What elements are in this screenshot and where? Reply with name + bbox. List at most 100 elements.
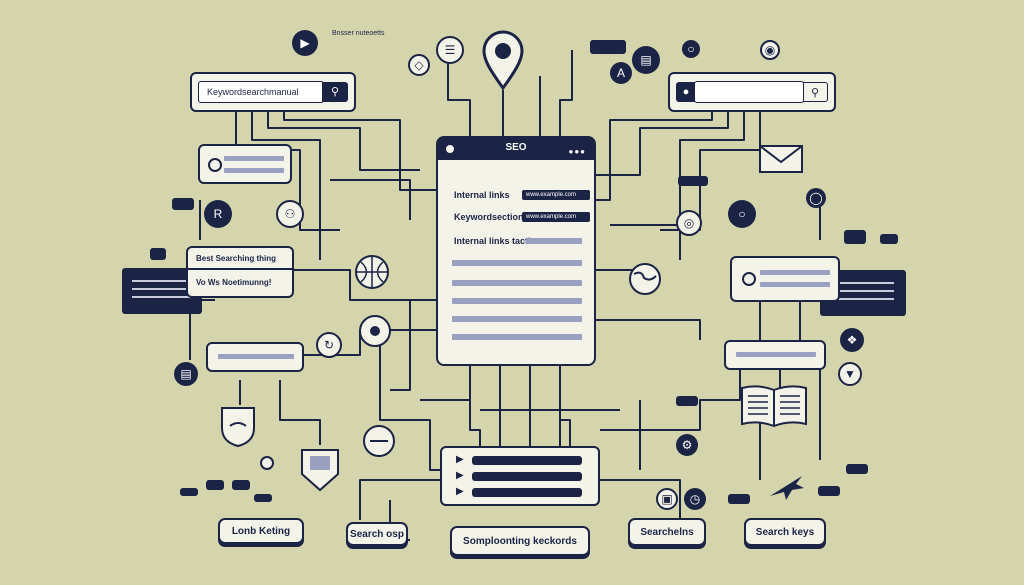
left-search-input[interactable]: Keywordsearchmanual <box>198 81 324 103</box>
seo-panel: SEO ●●● Internal links www.example.com K… <box>436 136 596 366</box>
video-icon[interactable]: ▶ <box>292 30 318 56</box>
bottom-pill-1[interactable]: Lonb Keting <box>218 518 304 544</box>
content-line <box>452 260 582 266</box>
seo-panel-header: SEO ●●● <box>438 138 594 160</box>
hat-icon[interactable]: ◉ <box>760 40 780 60</box>
play-icon[interactable]: ▶ <box>456 454 464 465</box>
banner-line <box>132 288 192 290</box>
chat-icon[interactable]: ○ <box>728 200 756 228</box>
tag-chip <box>180 488 198 496</box>
shield-icon <box>221 407 255 448</box>
tag-chip <box>206 480 224 490</box>
right-toggle-button[interactable]: ● <box>676 82 696 102</box>
card-line <box>736 352 816 357</box>
banner-line <box>132 280 192 282</box>
bottom-pill-5[interactable]: Search keys <box>744 518 826 546</box>
document-icon[interactable]: ▤ <box>174 362 198 386</box>
letter-a-icon[interactable]: A <box>610 62 632 84</box>
right-card <box>730 256 840 302</box>
tag-chip <box>846 464 868 474</box>
gear-icon[interactable]: ⚙ <box>676 434 698 456</box>
dot-icon[interactable] <box>260 456 274 470</box>
bottom-pill-3[interactable]: Somploonting keckords <box>450 526 590 556</box>
card-line <box>224 168 284 173</box>
envelope-icon <box>759 145 803 173</box>
search-circle-icon <box>363 425 395 457</box>
card-line <box>218 354 294 359</box>
person-icon[interactable]: ❖ <box>840 328 864 352</box>
document-icon[interactable]: ▤ <box>632 46 660 74</box>
seo-row-chip-1: www.example.com <box>522 190 590 200</box>
content-line <box>452 316 582 322</box>
radio-icon[interactable] <box>742 272 756 286</box>
bottom-list-box: ▶ ▶ ▶ <box>440 446 600 506</box>
banner-line <box>834 290 894 292</box>
video-icon[interactable]: ○ <box>682 40 700 58</box>
content-line <box>452 298 582 304</box>
tag-chip <box>678 176 708 186</box>
map-pin-icon <box>482 30 524 91</box>
left-card-title: Best Searching thing <box>196 254 277 263</box>
tag-chip <box>590 40 626 54</box>
seo-row-bar-3 <box>526 238 582 244</box>
badge-icon <box>301 449 339 492</box>
search-icon: ⚲ <box>330 86 340 98</box>
banner-line <box>132 296 192 298</box>
tag-chip <box>232 480 250 490</box>
badge-icon[interactable]: ◇ <box>408 54 430 76</box>
profile-icon[interactable]: ⚇ <box>276 200 304 228</box>
image-icon[interactable]: ▣ <box>656 488 678 510</box>
left-lower-card <box>206 342 304 372</box>
banner-line <box>834 298 894 300</box>
radio-icon[interactable] <box>208 158 222 172</box>
card-line <box>760 270 830 275</box>
seo-row-label-1: Internal links <box>454 190 510 200</box>
left-search-button[interactable]: ⚲ <box>322 82 348 102</box>
tag-chip <box>172 198 194 210</box>
play-icon[interactable]: ▶ <box>456 470 464 481</box>
target-icon[interactable]: ◎ <box>676 210 702 236</box>
list-bar <box>472 472 582 481</box>
tag-chip <box>844 230 866 244</box>
content-line <box>452 334 582 340</box>
download-icon[interactable]: ▼ <box>838 362 862 386</box>
globe-icon <box>355 255 389 289</box>
tag-chip <box>880 234 898 244</box>
tag-chip <box>676 396 698 406</box>
header-caption: Bnsser nuteoetts <box>332 30 385 37</box>
bottom-pill-2[interactable]: Search osp <box>346 522 408 546</box>
clock-icon[interactable]: ◷ <box>684 488 706 510</box>
search-icon: ⚲ <box>810 87 820 99</box>
left-card-subtitle: Vo Ws Noetimunng! <box>196 278 272 287</box>
bottom-pill-4[interactable]: Searchelns <box>628 518 706 546</box>
seo-row-label-2: Keywordsection <box>454 212 524 222</box>
window-dot-icon <box>446 145 454 153</box>
card-line <box>224 156 284 161</box>
list-bar <box>472 456 582 465</box>
right-lower-card <box>724 340 826 370</box>
circle-node-icon <box>359 315 391 347</box>
seo-row-chip-2: www.example.com <box>522 212 590 222</box>
tag-chip <box>254 494 272 502</box>
content-line <box>452 280 582 286</box>
right-search-button[interactable]: ⚲ <box>802 82 828 102</box>
menu-icon[interactable]: ☰ <box>436 36 464 64</box>
book-icon <box>741 385 807 428</box>
tag-chip <box>728 494 750 504</box>
globe-icon <box>629 263 661 295</box>
seo-row-label-3: Internal links tactics <box>454 236 541 246</box>
tag-chip <box>818 486 840 496</box>
divider <box>188 268 292 270</box>
menu-dots-icon[interactable]: ●●● <box>568 147 586 156</box>
list-bar <box>472 488 582 497</box>
pin-icon[interactable]: ◯ <box>806 188 826 208</box>
refresh-icon[interactable]: ↻ <box>316 332 342 358</box>
right-search-input[interactable] <box>694 81 804 103</box>
letter-r-icon[interactable]: R <box>204 200 232 228</box>
play-icon[interactable]: ▶ <box>456 486 464 497</box>
card-line <box>760 282 830 287</box>
left-card: Best Searching thing Vo Ws Noetimunng! <box>186 246 294 298</box>
left-search-bar: Keywordsearchmanual ⚲ <box>190 72 356 112</box>
